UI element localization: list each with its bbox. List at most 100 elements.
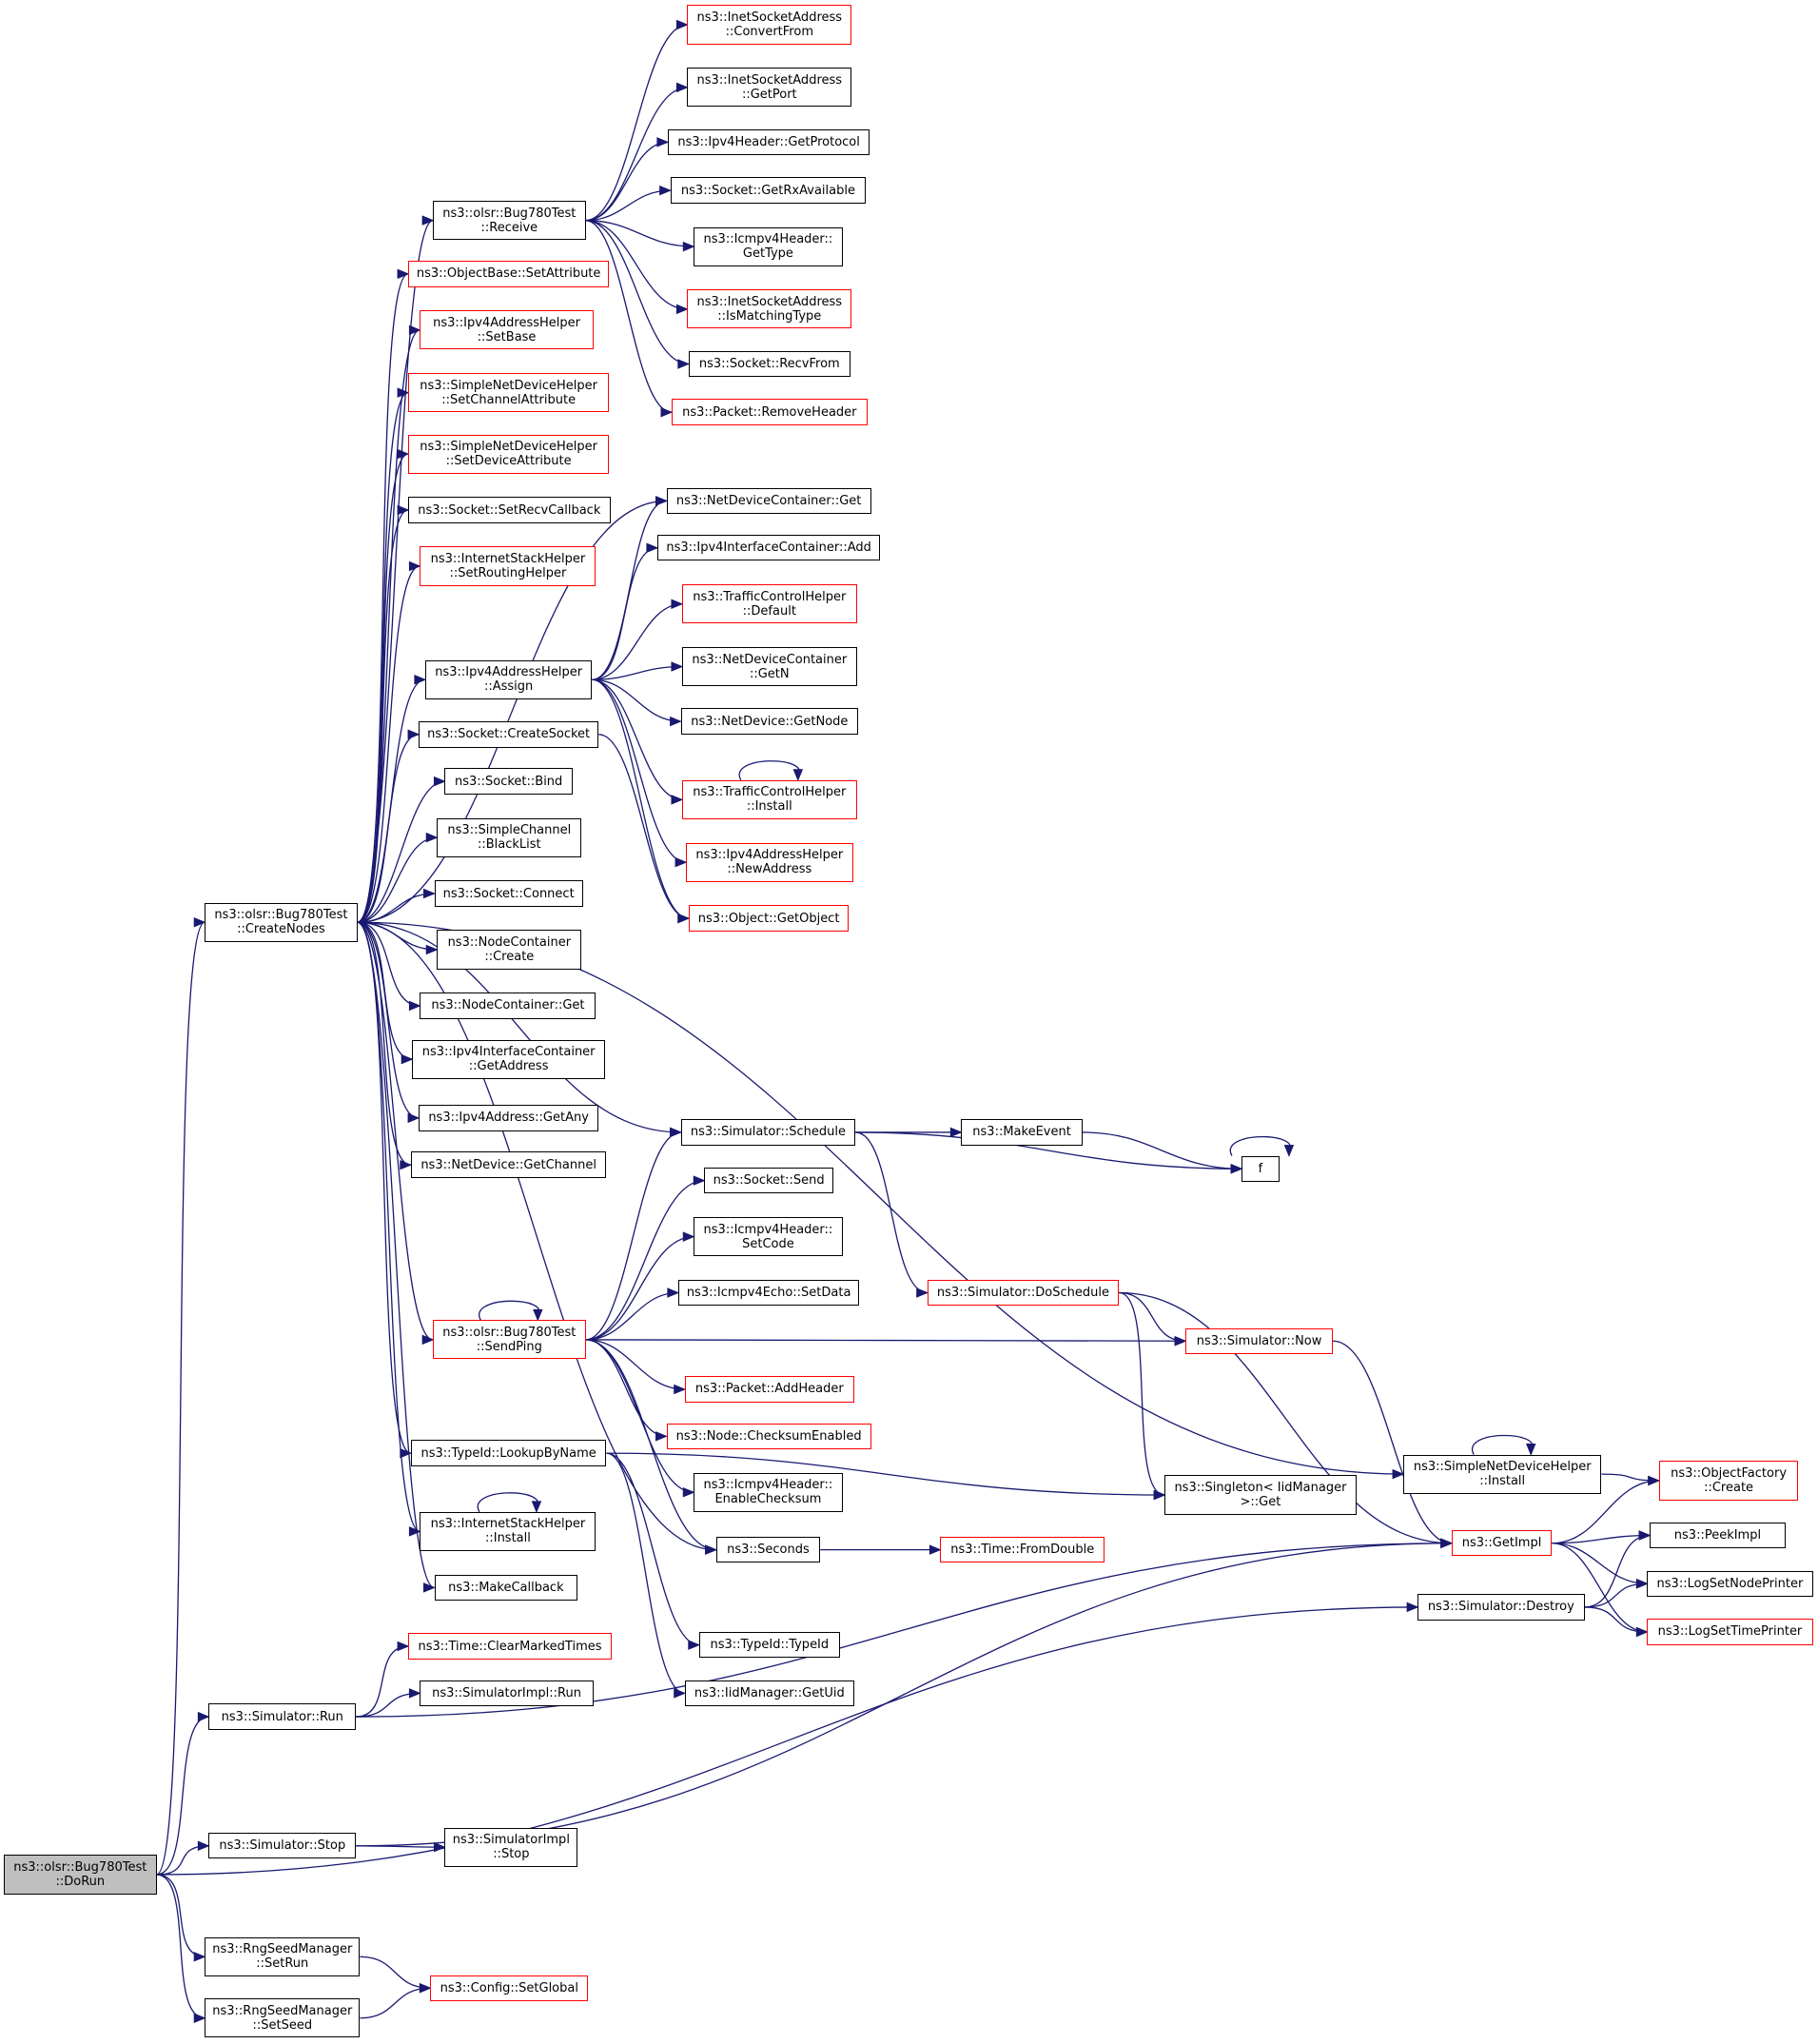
node-addheader[interactable]: ns3::Packet::AddHeader (684, 1376, 854, 1403)
node-simimplstop[interactable]: ns3::SimulatorImpl ::Stop (444, 1827, 578, 1867)
node-typeid[interactable]: ns3::TypeId::TypeId (698, 1631, 840, 1659)
edge-doschedule-to-now (1119, 1291, 1187, 1346)
node-receive[interactable]: ns3::olsr::Bug780Test ::Receive (433, 201, 586, 241)
node-setglobal[interactable]: ns3::Config::SetGlobal (430, 1975, 589, 2001)
node-ndcget[interactable]: ns3::NetDeviceContainer::Get (666, 487, 871, 515)
node-createsocket[interactable]: ns3::Socket::CreateSocket (419, 721, 599, 748)
node-setrecvcallback[interactable]: ns3::Socket::SetRecvCallback (408, 497, 611, 523)
node-dorun: ns3::olsr::Bug780Test ::DoRun (4, 1855, 157, 1895)
node-getrxavailable[interactable]: ns3::Socket::GetRxAvailable (670, 177, 867, 204)
edge-sendping-to-now (585, 1336, 1187, 1346)
node-ismatchingtype[interactable]: ns3::InetSocketAddress ::IsMatchingType (687, 289, 852, 329)
node-makecallback[interactable]: ns3::MakeCallback (434, 1574, 578, 1602)
edge-receive-to-getrxavailable (585, 185, 672, 222)
node-getprotocol[interactable]: ns3::Ipv4Header::GetProtocol (667, 128, 870, 156)
node-icmpgettype[interactable]: ns3::Icmpv4Header:: GetType (694, 226, 843, 266)
node-getany[interactable]: ns3::Ipv4Address::GetAny (419, 1105, 599, 1131)
node-getaddress[interactable]: ns3::Ipv4InterfaceContainer ::GetAddress (412, 1039, 606, 1079)
node-setdata[interactable]: ns3::Icmpv4Echo::SetData (677, 1279, 860, 1307)
edge-sendping-to-setdata (585, 1287, 680, 1341)
node-peekimpl[interactable]: ns3::PeekImpl (1650, 1522, 1786, 1549)
node-lognodeprinter[interactable]: ns3::LogSetNodePrinter (1647, 1570, 1813, 1597)
node-sendping[interactable]: ns3::olsr::Bug780Test ::SendPing (433, 1320, 586, 1360)
edge-sendping-to-addheader (585, 1339, 687, 1395)
node-simdestroy[interactable]: ns3::Simulator::Destroy (1417, 1594, 1585, 1621)
node-setchannelattr[interactable]: ns3::SimpleNetDeviceHelper ::SetChannelA… (408, 373, 610, 413)
node-getimpl[interactable]: ns3::GetImpl (1451, 1530, 1553, 1557)
node-seconds[interactable]: ns3::Seconds (715, 1536, 821, 1563)
edge-seconds-to-fromdouble (820, 1544, 942, 1555)
edge-sendping-to-checksumenabled (585, 1339, 668, 1442)
edge-sendping-to-socketsend (585, 1175, 706, 1341)
node-doschedule[interactable]: ns3::Simulator::DoSchedule (927, 1279, 1120, 1307)
node-convertfrom[interactable]: ns3::InetSocketAddress ::ConvertFrom (687, 5, 852, 45)
node-schedule[interactable]: ns3::Simulator::Schedule (680, 1119, 856, 1146)
edge-createnodes-to-ncget (357, 921, 421, 1012)
edge-lookupbyname-to-typeid (606, 1452, 701, 1650)
node-f[interactable]: f (1241, 1155, 1280, 1182)
node-ifcadd[interactable]: ns3::Ipv4InterfaceContainer::Add (656, 535, 881, 561)
node-createnodes[interactable]: ns3::olsr::Bug780Test ::CreateNodes (205, 902, 358, 942)
node-blacklist[interactable]: ns3::SimpleChannel ::BlackList (437, 817, 582, 857)
node-lookupbyname[interactable]: ns3::TypeId::LookupByName (410, 1440, 607, 1466)
node-now[interactable]: ns3::Simulator::Now (1185, 1327, 1334, 1354)
node-simstop[interactable]: ns3::Simulator::Stop (208, 1833, 357, 1859)
node-setcode[interactable]: ns3::Icmpv4Header:: SetCode (694, 1217, 843, 1257)
node-getchannel[interactable]: ns3::NetDevice::GetChannel (410, 1151, 607, 1178)
edge-createnodes-to-bind (357, 776, 446, 923)
node-getnode[interactable]: ns3::NetDevice::GetNode (680, 708, 859, 735)
node-ishinstall[interactable]: ns3::InternetStackHelper ::Install (420, 1511, 596, 1551)
node-tcdefault[interactable]: ns3::TrafficControlHelper ::Default (681, 584, 857, 624)
node-getport[interactable]: ns3::InetSocketAddress ::GetPort (687, 68, 852, 108)
edge-assign-to-getnode (592, 678, 682, 727)
edge-receive-to-removeheader (585, 220, 674, 418)
edge-makeevent-to-f (1082, 1131, 1243, 1174)
node-ncget[interactable]: ns3::NodeContainer::Get (420, 993, 596, 1019)
node-rngsetrun[interactable]: ns3::RngSeedManager ::SetRun (205, 1936, 361, 1976)
edge-getimpl-to-logtimeprinter (1552, 1543, 1649, 1638)
node-logtimeprinter[interactable]: ns3::LogSetTimePrinter (1647, 1619, 1813, 1645)
node-makeevent[interactable]: ns3::MakeEvent (961, 1119, 1083, 1146)
node-ndcgetn[interactable]: ns3::NetDeviceContainer ::GetN (681, 646, 857, 687)
node-assign[interactable]: ns3::Ipv4AddressHelper ::Assign (424, 659, 593, 699)
node-fromdouble[interactable]: ns3::Time::FromDouble (940, 1536, 1105, 1563)
node-getobject[interactable]: ns3::Object::GetObject (688, 905, 850, 932)
edge-dorun-to-simstop (156, 1840, 210, 1876)
node-nccreate[interactable]: ns3::NodeContainer ::Create (437, 930, 582, 970)
edge-simdestroy-to-logtimeprinter (1584, 1606, 1649, 1638)
node-recvfrom[interactable]: ns3::Socket::RecvFrom (688, 350, 850, 378)
node-singleton[interactable]: ns3::Singleton< IidManager >::Get (1164, 1475, 1357, 1515)
edge-dorun-to-rngsetrun (156, 1874, 206, 1962)
node-simrun[interactable]: ns3::Simulator::Run (208, 1703, 357, 1730)
node-bind[interactable]: ns3::Socket::Bind (444, 768, 573, 795)
node-newaddress[interactable]: ns3::Ipv4AddressHelper ::NewAddress (686, 842, 853, 882)
edge-receive-to-recvfrom (585, 220, 691, 369)
node-enablechecksum[interactable]: ns3::Icmpv4Header:: EnableChecksum (694, 1472, 843, 1512)
edge-now-to-getimpl (1333, 1340, 1454, 1548)
node-tcinstall[interactable]: ns3::TrafficControlHelper ::Install (681, 779, 857, 819)
node-setdeviceattr[interactable]: ns3::SimpleNetDeviceHelper ::SetDeviceAt… (408, 434, 610, 474)
node-simimplrun[interactable]: ns3::SimulatorImpl::Run (420, 1680, 594, 1707)
node-rngsetseed[interactable]: ns3::RngSeedManager ::SetSeed (205, 1998, 361, 2038)
edge-createnodes-to-blacklist (357, 832, 439, 923)
node-objfactorycreate[interactable]: ns3::ObjectFactory ::Create (1658, 1461, 1799, 1501)
edge-createnodes-to-setroutinghelper (357, 560, 421, 923)
edge-createnodes-to-setrecvcallback (357, 504, 410, 923)
node-getuid[interactable]: ns3::IidManager::GetUid (684, 1680, 854, 1707)
node-setroutinghelper[interactable]: ns3::InternetStackHelper ::SetRoutingHel… (420, 546, 596, 586)
node-ipv4setbase[interactable]: ns3::Ipv4AddressHelper ::SetBase (420, 310, 594, 350)
edge-sendping-to-schedule (585, 1127, 682, 1341)
node-socketsend[interactable]: ns3::Socket::Send (704, 1167, 833, 1194)
edge-simrun-to-simimplrun (356, 1688, 421, 1718)
edge-assign-to-ndcgetn (592, 661, 684, 680)
edge-createnodes-to-setattribute (357, 268, 410, 923)
node-connect[interactable]: ns3::Socket::Connect (434, 880, 583, 907)
node-setattribute[interactable]: ns3::ObjectBase::SetAttribute (408, 261, 610, 287)
node-sndhinstall[interactable]: ns3::SimpleNetDeviceHelper ::Install (1403, 1454, 1602, 1494)
edge-assign-to-newaddress (592, 678, 688, 868)
node-clearmarked[interactable]: ns3::Time::ClearMarkedTimes (408, 1633, 612, 1660)
node-removeheader[interactable]: ns3::Packet::RemoveHeader (672, 399, 868, 425)
node-checksumenabled[interactable]: ns3::Node::ChecksumEnabled (666, 1423, 871, 1450)
